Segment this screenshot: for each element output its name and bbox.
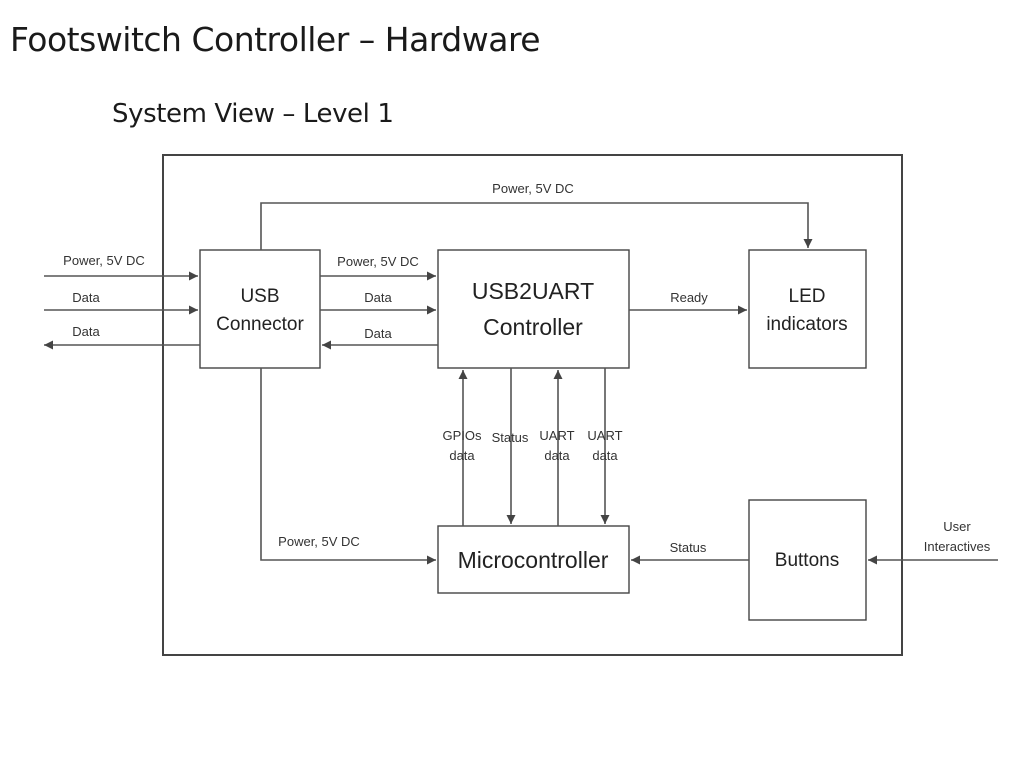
usb-connector-block: USB Connector [199, 249, 321, 369]
ext-data-out-label: Data [72, 324, 100, 339]
uart-up-label-line2: data [544, 448, 570, 463]
usb-power-label: Power, 5V DC [337, 254, 419, 269]
usb2uart-controller-block: USB2UART Controller [437, 249, 630, 369]
gpios-label-line2: data [449, 448, 475, 463]
page-subtitle: System View – Level 1 [112, 99, 394, 129]
user-label-line1: User [943, 519, 971, 534]
power-top-label: Power, 5V DC [492, 181, 574, 196]
uart-down-label-line2: data [592, 448, 618, 463]
ext-data-in-label: Data [72, 290, 100, 305]
usb-label-line2: Connector [216, 314, 304, 335]
power-micro-label: Power, 5V DC [278, 534, 360, 549]
buttons-label: Buttons [775, 550, 839, 571]
led-label-line2: indicators [766, 314, 847, 335]
status-down-label: Status [492, 430, 529, 445]
usb2uart-label-line1: USB2UART [472, 278, 594, 304]
power-usb-to-led-line [260, 202, 813, 250]
user-label-line2: Interactives [924, 539, 991, 554]
usb-data-out-label: Data [364, 326, 392, 341]
uart-down-label-line1: UART [587, 428, 622, 443]
gpios-label-line1: GPIOs [442, 428, 482, 443]
usb-label-line1: USB [240, 286, 279, 307]
power-usb-to-micro-line [260, 368, 436, 565]
microcontroller-block: Microcontroller [437, 525, 630, 594]
usb-data-in-label: Data [364, 290, 392, 305]
buttons-block: Buttons [748, 499, 867, 621]
system-boundary [162, 154, 903, 656]
led-label-line1: LED [789, 286, 826, 307]
micro-label: Microcontroller [458, 547, 609, 573]
led-indicators-block: LED indicators [748, 249, 867, 369]
ready-label: Ready [670, 290, 708, 305]
uart-up-label-line1: UART [539, 428, 574, 443]
status-btn-label: Status [670, 540, 707, 555]
ext-power-label: Power, 5V DC [63, 253, 145, 268]
usb2uart-label-line2: Controller [483, 314, 583, 340]
page-title: Footswitch Controller – Hardware [10, 20, 541, 59]
